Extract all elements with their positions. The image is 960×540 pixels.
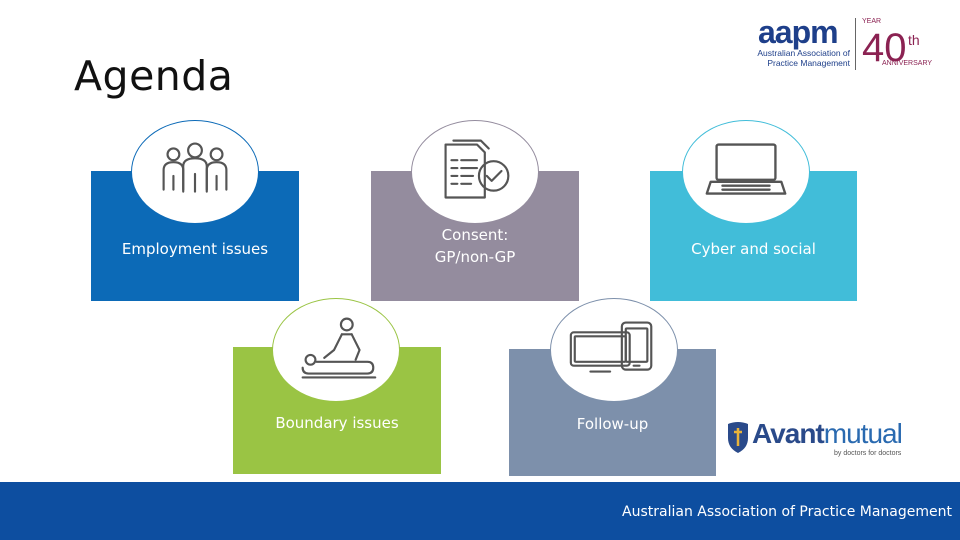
aapm-wordmark: aapm	[758, 14, 839, 50]
agenda-item-label-line2: GP/non-GP	[434, 248, 516, 266]
avant-wordmark: Avantmutual	[752, 418, 903, 450]
agenda-item-label: Employment issues	[121, 240, 269, 258]
document-checklist-icon	[411, 120, 539, 224]
page-title: Agenda	[74, 52, 234, 100]
aapm-subtitle-line2: Practice Management	[767, 58, 850, 68]
footer-bar: Australian Association of Practice Manag…	[0, 482, 960, 540]
agenda-item-label: Follow-up	[576, 415, 649, 433]
avant-mutual-logo: Avantmutual by doctors for doctors	[726, 418, 936, 466]
anniversary-suffix: th	[908, 32, 920, 48]
devices-icon	[550, 298, 678, 402]
anniversary-top-text: YEAR	[862, 18, 882, 25]
avant-wordmark-bold: Avant	[752, 418, 825, 449]
agenda-item-label: Boundary issues	[275, 414, 399, 432]
agenda-item-label-line1: Consent:	[441, 226, 509, 244]
anniversary-number: 40	[862, 26, 907, 70]
avant-wordmark-light: mutual	[823, 418, 903, 449]
footer-text: Australian Association of Practice Manag…	[622, 504, 952, 520]
aapm-subtitle: Australian Association of Practice Manag…	[750, 48, 850, 68]
anniversary-bottom-text: ANNIVERSARY	[882, 60, 933, 67]
agenda-item-follow-up[interactable]: Follow-up	[509, 349, 716, 476]
laptop-icon	[682, 120, 810, 224]
people-group-icon	[131, 120, 259, 224]
agenda-item-label: Consent: GP/non-GP	[371, 224, 579, 268]
agenda-item-label: Cyber and social	[691, 240, 816, 258]
avant-tagline: by doctors for doctors	[834, 450, 902, 457]
aapm-subtitle-line1: Australian Association of	[757, 48, 850, 58]
massage-therapy-icon	[272, 298, 400, 402]
logo-divider	[855, 18, 856, 70]
aapm-logo: aapm Australian Association of Practice …	[748, 12, 948, 74]
avant-shield-icon	[728, 422, 748, 453]
